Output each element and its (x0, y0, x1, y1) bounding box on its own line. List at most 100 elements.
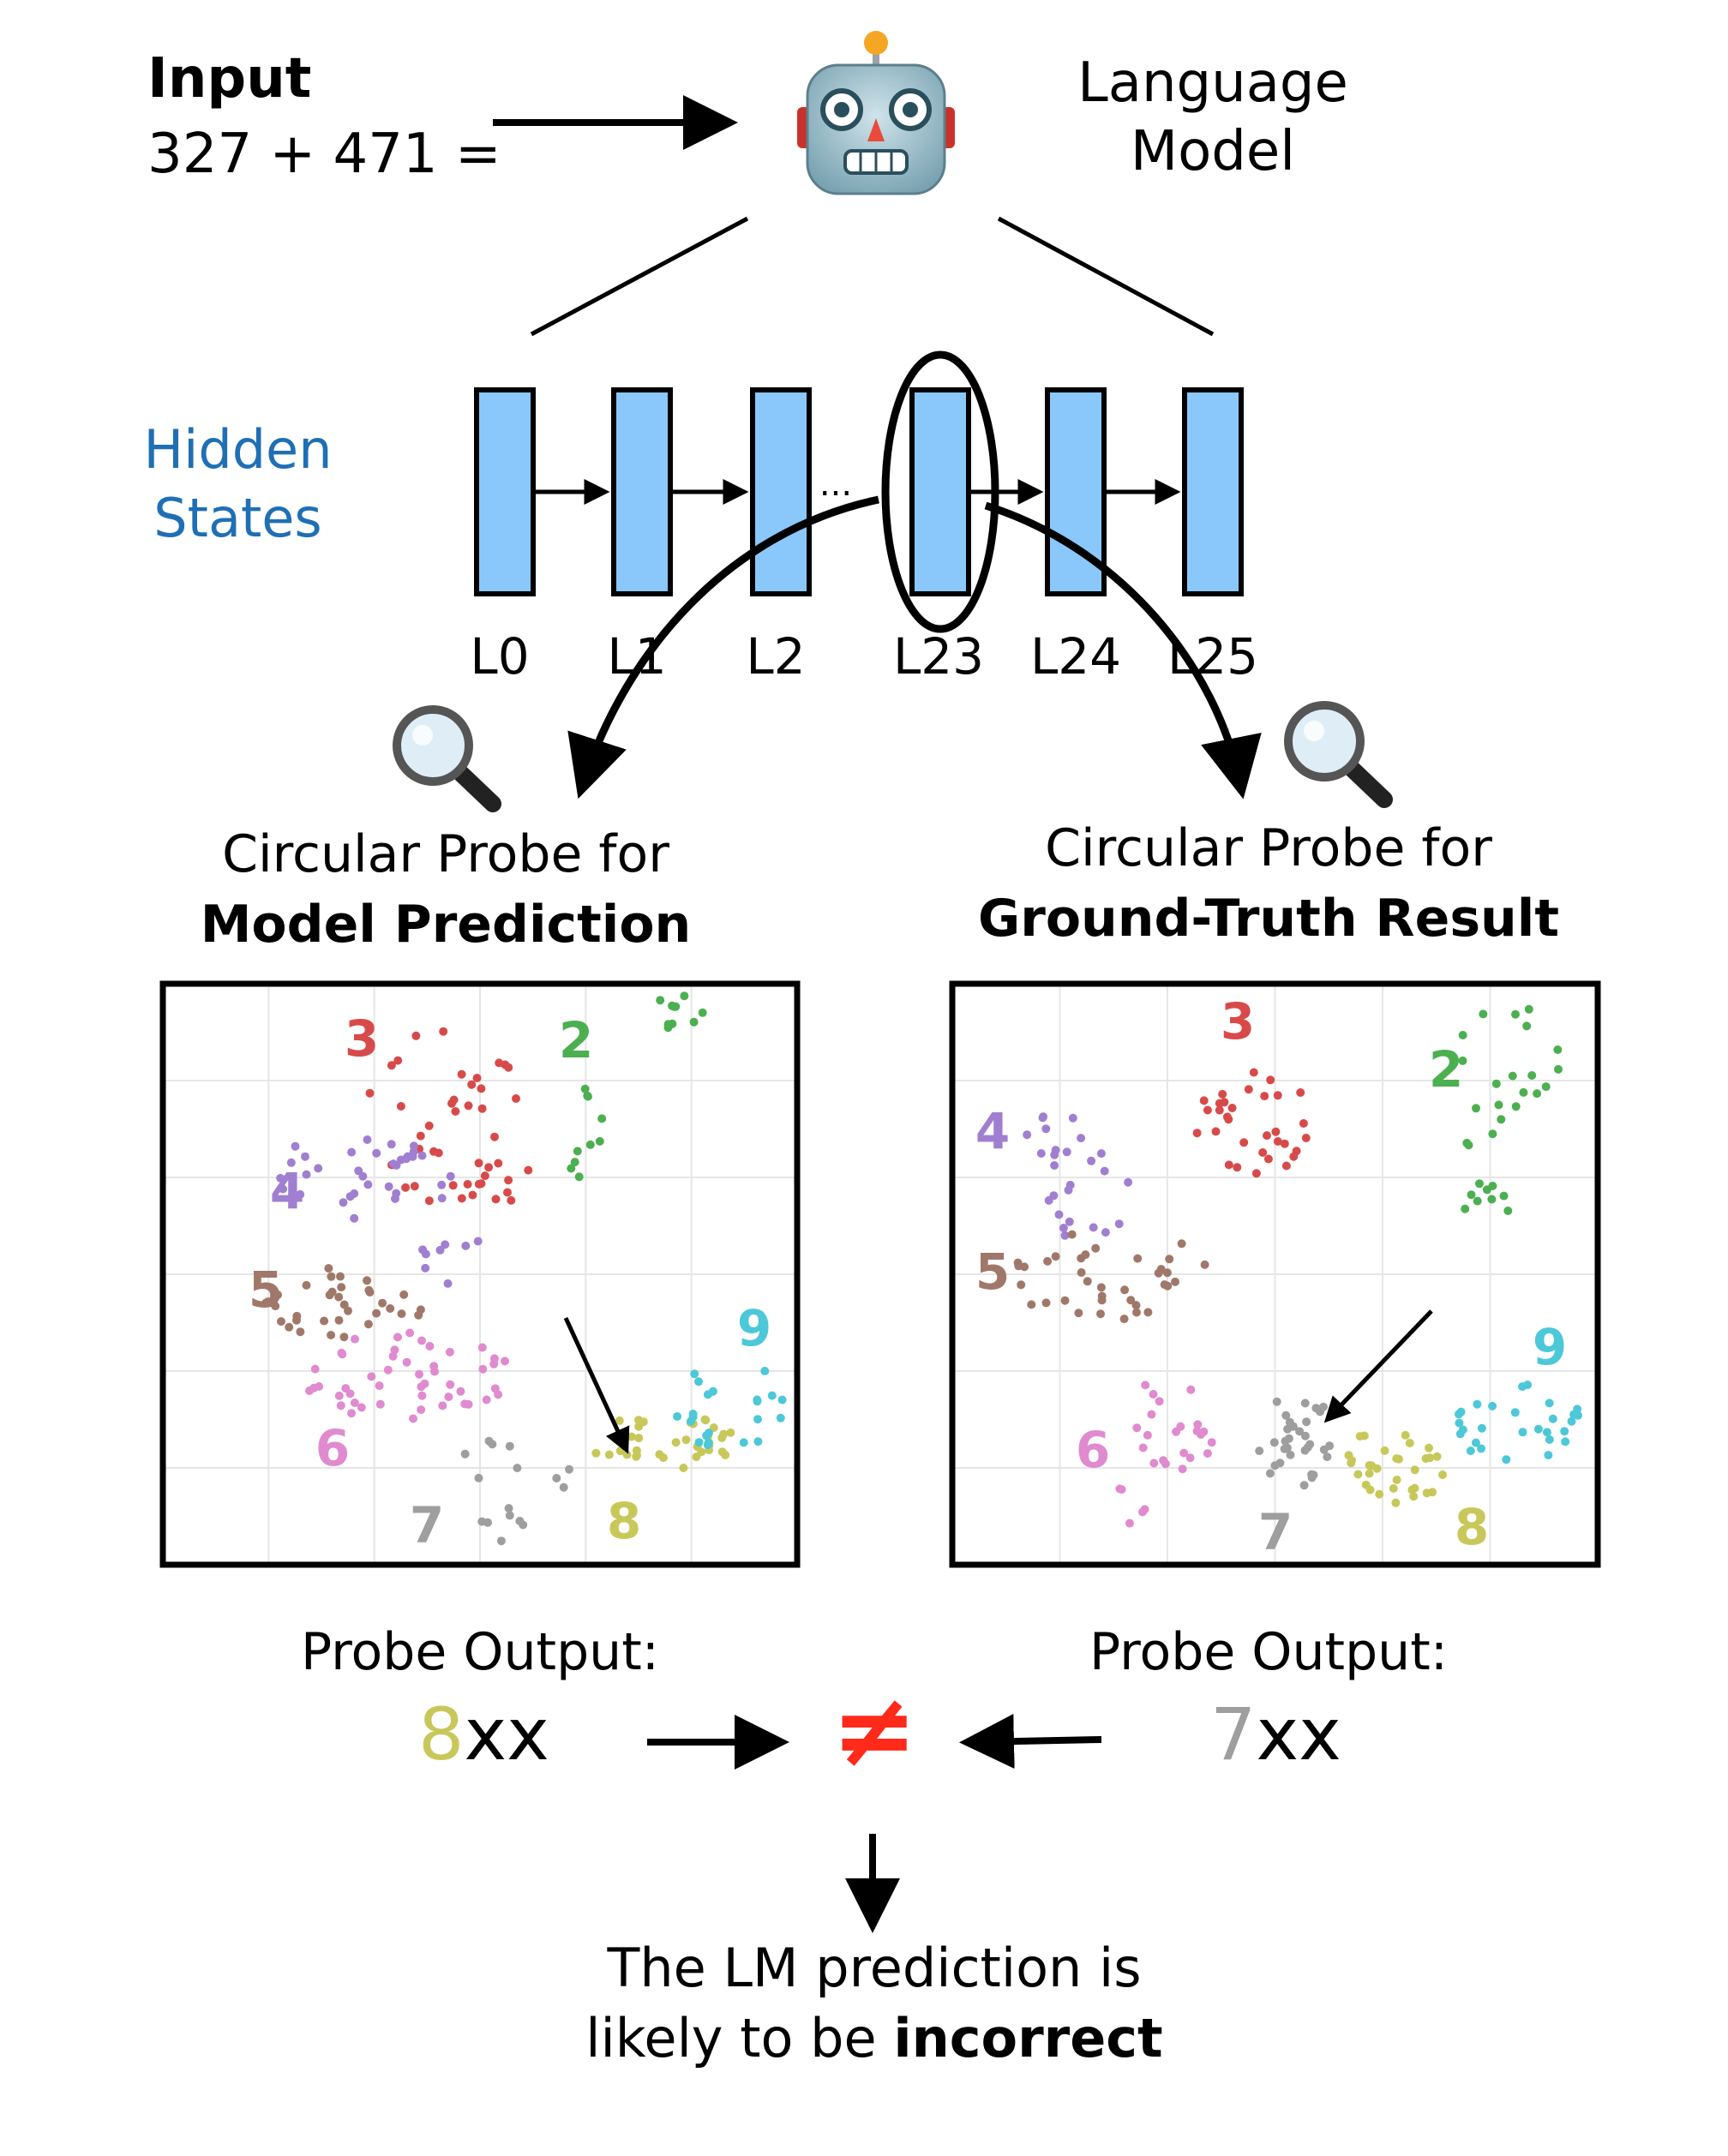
scatter-point-digit-8 (679, 1464, 688, 1472)
scatter-point-digit-6 (405, 1328, 415, 1338)
scatter-point-digit-8 (627, 1432, 636, 1441)
scatter-point-digit-3 (457, 1069, 466, 1079)
scatter-point-digit-8 (1353, 1470, 1363, 1479)
scatter-point-digit-2 (1472, 1104, 1480, 1113)
scatter-point-digit-3 (401, 1183, 411, 1192)
model-expand-line-right (997, 216, 1215, 337)
scatter-point-digit-2 (1475, 1179, 1484, 1189)
prediction-pointer-arrow (1323, 1309, 1433, 1423)
not-equal-symbol: ≠ (831, 1671, 918, 1790)
scatter-point-digit-4 (417, 1151, 427, 1160)
scatter-point-digit-4 (461, 1241, 471, 1250)
scatter-point-digit-6 (1143, 1430, 1152, 1440)
scatter-point-digit-5 (386, 1304, 395, 1313)
scatter-point-digit-7 (1316, 1407, 1325, 1416)
prediction-pointer-arrow (563, 1316, 630, 1454)
scatter-point-digit-5 (1020, 1262, 1029, 1272)
scatter-point-digit-6 (489, 1354, 499, 1363)
scatter-point-digit-2 (1519, 1087, 1528, 1097)
layer-bar-l1 (611, 387, 673, 596)
scatter-point-digit-9 (753, 1395, 762, 1404)
scatter-point-digit-4 (1041, 1124, 1051, 1134)
model-label-line2: Model (1130, 120, 1296, 183)
input-heading: Input (147, 47, 312, 111)
scatter-point-digit-6 (477, 1343, 487, 1352)
scatter-point-digit-3 (524, 1165, 533, 1175)
scatter-point-digit-9 (777, 1395, 787, 1404)
scatter-point-digit-7 (1309, 1470, 1318, 1480)
scatter-point-digit-6 (350, 1398, 359, 1407)
scatter-point-digit-7 (1323, 1452, 1332, 1462)
scatter-point-digit-9 (1518, 1428, 1527, 1437)
scatter-point-digit-8 (1409, 1492, 1419, 1501)
scatter-point-digit-6 (1125, 1518, 1134, 1528)
scatter-point-digit-2 (1491, 1079, 1501, 1088)
scatter-point-digit-4 (384, 1182, 393, 1191)
scatter-point-digit-2 (689, 1017, 699, 1027)
scatter-point-digit-2 (1494, 1100, 1503, 1110)
scatter-point-digit-2 (1461, 1204, 1470, 1213)
right-output-arrow (959, 1714, 1102, 1770)
scatter-point-digit-4 (279, 1184, 288, 1194)
scatter-point-digit-3 (439, 1027, 448, 1036)
scatter-point-digit-3 (463, 1180, 472, 1189)
right-probe-output-value: 7xx (1210, 1692, 1341, 1776)
scatter-point-digit-5 (327, 1272, 336, 1281)
scatter-point-digit-5 (416, 1305, 425, 1315)
conclusion-prefix: likely to be (585, 2007, 894, 2069)
scatter-point-digit-6 (456, 1386, 465, 1396)
scatter-point-digit-6 (357, 1403, 366, 1412)
scatter-point-digit-5 (337, 1283, 346, 1292)
scatter-point-digit-6 (402, 1357, 411, 1367)
left-probe-output-value: 8xx (418, 1692, 549, 1776)
scatter-point-digit-3 (494, 1159, 503, 1168)
scatter-point-digit-3 (365, 1088, 375, 1098)
scatter-point-digit-8 (1432, 1452, 1442, 1461)
scatter-point-digit-8 (591, 1448, 601, 1458)
scatter-point-digit-6 (375, 1399, 385, 1409)
scatter-point-digit-2 (1522, 1021, 1532, 1031)
scatter-point-digit-7 (1304, 1442, 1312, 1452)
scatter-point-digit-6 (417, 1336, 426, 1345)
layer-label: L23 (892, 627, 985, 686)
scatter-point-digit-5 (339, 1333, 349, 1342)
scatter-point-digit-7 (1299, 1481, 1309, 1490)
scatter-point-digit-7 (1265, 1469, 1275, 1478)
scatter-point-digit-9 (673, 1412, 682, 1421)
scatter-point-digit-3 (1301, 1134, 1311, 1142)
cluster-label-digit: 3 (1221, 992, 1255, 1051)
conclusion-bold: incorrect (893, 2007, 1163, 2069)
scatter-point-digit-4 (421, 1263, 430, 1273)
scatter-point-digit-3 (1203, 1105, 1212, 1115)
scatter-point-digit-5 (1133, 1254, 1143, 1263)
scatter-point-digit-5 (320, 1316, 329, 1326)
scatter-point-digit-3 (1218, 1089, 1227, 1099)
scatter-point-digit-5 (363, 1276, 372, 1285)
scatter-point-digit-9 (1567, 1416, 1576, 1426)
scatter-point-digit-4 (1036, 1149, 1046, 1158)
scatter-point-digit-5 (399, 1290, 409, 1299)
scatter-point-digit-6 (464, 1399, 473, 1409)
scatter-point-digit-8 (1438, 1470, 1447, 1479)
scatter-point-digit-6 (1178, 1464, 1187, 1474)
scatter-point-digit-3 (1244, 1085, 1253, 1094)
scatter-point-digit-5 (1041, 1298, 1051, 1308)
scatter-point-digit-2 (1488, 1129, 1497, 1139)
scatter-point-digit-3 (512, 1094, 520, 1103)
scatter-point-digit-6 (1115, 1484, 1125, 1494)
layer-label: L24 (1029, 627, 1122, 686)
left-probe-title-line1: Circular Probe for (222, 824, 669, 884)
scatter-point-digit-3 (1224, 1160, 1233, 1170)
scatter-point-digit-5 (1091, 1243, 1101, 1253)
scatter-point-digit-3 (1271, 1127, 1281, 1136)
scatter-point-digit-4 (1124, 1177, 1133, 1187)
scatter-point-digit-5 (1043, 1256, 1053, 1266)
scatter-point-digit-8 (604, 1450, 614, 1459)
scatter-point-digit-6 (336, 1401, 345, 1410)
scatter-point-digit-5 (324, 1264, 333, 1273)
scatter-point-digit-2 (1554, 1064, 1563, 1074)
conclusion-line1: The LM prediction is (607, 1937, 1142, 1999)
scatter-point-digit-6 (1138, 1443, 1148, 1452)
scatter-frame (159, 980, 801, 1568)
cluster-label-digit: 4 (975, 1102, 1010, 1160)
